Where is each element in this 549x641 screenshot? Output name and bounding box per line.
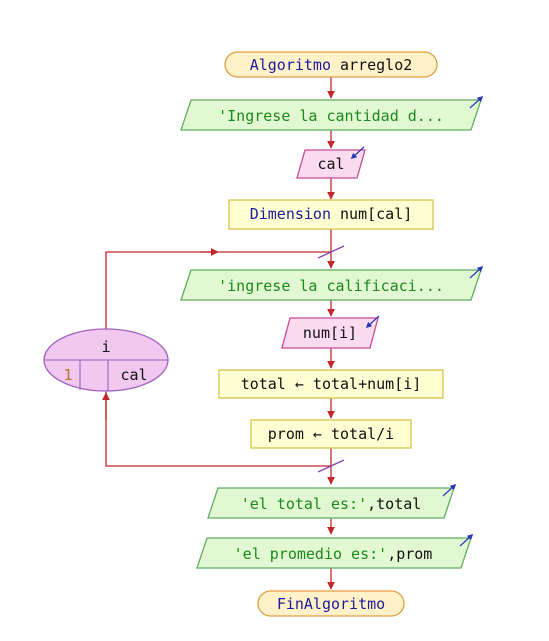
start-terminal-shape [224, 51, 438, 78]
input-step-2[interactable]: cal [296, 146, 366, 179]
for-loop-to: cal [120, 366, 147, 384]
output-step-8-shape [207, 487, 455, 519]
output-arrow-icon [469, 265, 484, 279]
input-step-5-text: num[i] [303, 324, 357, 342]
output-arrow-icon [459, 533, 474, 547]
for-loop-from: 1 [63, 366, 72, 384]
process-step-7-shape [250, 419, 412, 449]
process-step-6-shape [218, 369, 444, 399]
output-step-4[interactable]: 'ingrese la calificaci... [180, 265, 484, 301]
process-step-6[interactable]: total ← total+num[i] [218, 369, 444, 399]
input-step-2-text: cal [317, 155, 344, 173]
output-step-4-text: 'ingrese la calificaci... [218, 277, 444, 295]
loop-entry-tick [317, 245, 345, 259]
start-terminal[interactable]: Algoritmo arreglo2 [224, 51, 438, 78]
output-step-1-shape [180, 99, 482, 131]
end-terminal[interactable]: FinAlgoritmo [257, 590, 405, 617]
input-arrow-icon [350, 146, 365, 160]
process-step-7[interactable]: prom ← total/i [250, 419, 412, 449]
output-step-9[interactable]: 'el promedio es:',prom [196, 533, 474, 569]
process-step-3-shape [228, 199, 434, 230]
output-step-1-text: 'Ingrese la cantidad d... [218, 107, 444, 125]
start-terminal-text: Algoritmo arreglo2 [250, 56, 413, 74]
for-loop-node[interactable]: i 1 cal [43, 328, 169, 392]
output-arrow-icon [442, 483, 457, 497]
loop-top-line [105, 251, 331, 330]
process-step-6-text: total ← total+num[i] [241, 375, 422, 393]
process-step-7-text: prom ← total/i [268, 425, 394, 443]
output-step-9-shape [196, 537, 472, 569]
output-step-8-text: 'el total es:',total [241, 495, 422, 513]
input-step-5[interactable]: num[i] [281, 315, 380, 349]
input-step-2-shape [296, 149, 366, 179]
output-arrow-icon [469, 95, 484, 109]
input-arrow-icon [365, 315, 380, 329]
loop-connectors [102, 245, 345, 473]
end-terminal-text: FinAlgoritmo [277, 595, 385, 613]
loop-exit-tick [317, 459, 345, 473]
for-loop-variable: i [101, 338, 110, 356]
output-step-9-text: 'el promedio es:',prom [234, 545, 433, 563]
process-step-3-text: Dimension num[cal] [250, 205, 413, 223]
output-step-8[interactable]: 'el total es:',total [207, 483, 457, 519]
output-step-1[interactable]: 'Ingrese la cantidad d... [180, 95, 484, 131]
process-step-3[interactable]: Dimension num[cal] [228, 199, 434, 230]
input-step-5-shape [281, 317, 379, 349]
end-terminal-shape [257, 590, 405, 617]
output-step-4-shape [180, 269, 482, 301]
